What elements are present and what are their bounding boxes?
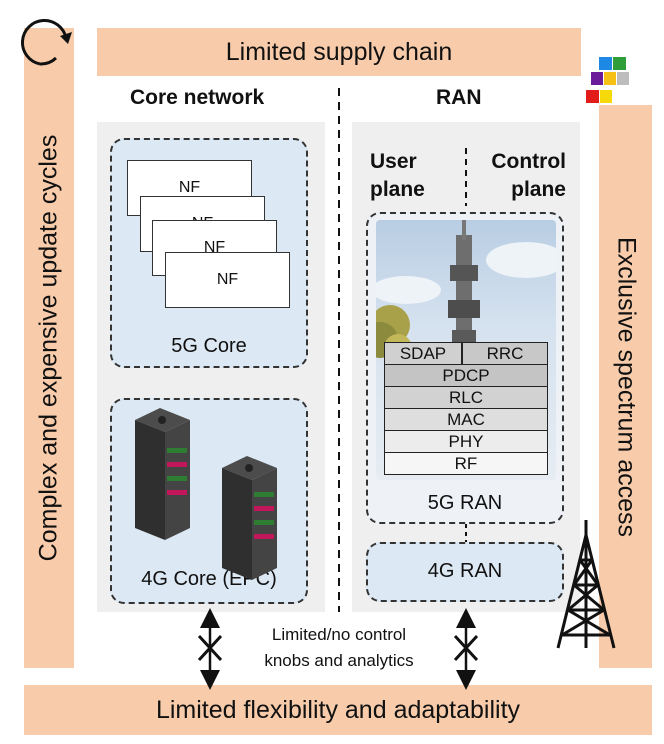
blocked-arrow-icon <box>197 608 223 690</box>
control-plane-line: plane <box>511 178 566 201</box>
control-knobs-line: knobs and analytics <box>264 651 414 670</box>
nf-label: NF <box>203 239 226 256</box>
spectrum-access-bar: Exclusive spectrum access <box>599 105 652 668</box>
ran-heading: RAN <box>436 86 482 109</box>
control-knobs-text: Limited/no control knobs and analytics <box>232 622 446 674</box>
pdcp-layer: PDCP <box>384 364 548 387</box>
supply-chain-label: Limited supply chain <box>225 37 453 66</box>
supply-blocks-icon <box>586 57 629 103</box>
ran-4g-label: 4G RAN <box>427 560 503 582</box>
control-knobs-line: Limited/no control <box>271 625 407 644</box>
rlc-label: RLC <box>448 387 483 407</box>
server-rack-icon <box>135 408 190 540</box>
control-plane-label: Control plane <box>482 148 566 204</box>
update-cycles-bar: Complex and expensive update cycles <box>24 28 74 668</box>
blocked-arrow-icon <box>453 608 479 690</box>
control-plane-line: Control <box>491 150 566 173</box>
pdcp-label: PDCP <box>442 365 490 385</box>
core-network-heading: Core network <box>130 86 265 109</box>
phy-label: PHY <box>448 431 484 451</box>
rf-label: RF <box>454 453 478 473</box>
ran-4g-box <box>366 542 564 602</box>
sdap-layer: SDAP <box>384 342 462 366</box>
nf-label: NF <box>216 271 239 288</box>
sdap-label: SDAP <box>399 344 447 363</box>
user-plane-line: User <box>370 150 417 173</box>
mac-layer: MAC <box>384 408 548 431</box>
nf-label: NF <box>178 179 201 196</box>
flexibility-label: Limited flexibility and adaptability <box>155 695 521 724</box>
refresh-cycle-icon <box>20 18 72 66</box>
mac-label: MAC <box>447 409 485 429</box>
ran-5g-label: 5G RAN <box>427 492 503 514</box>
lattice-tower-icon <box>556 520 616 649</box>
rf-layer: RF <box>384 452 548 475</box>
flexibility-bar: Limited flexibility and adaptability <box>24 685 652 735</box>
user-plane-line: plane <box>370 178 425 201</box>
supply-chain-bar: Limited supply chain <box>97 28 581 76</box>
server-rack-icon <box>222 456 277 580</box>
rrc-label: RRC <box>486 344 524 363</box>
rrc-layer: RRC <box>462 342 548 366</box>
nf-box: NF <box>165 252 290 308</box>
core-5g-label: 5G Core <box>171 335 247 357</box>
user-plane-label: User plane <box>370 148 425 204</box>
